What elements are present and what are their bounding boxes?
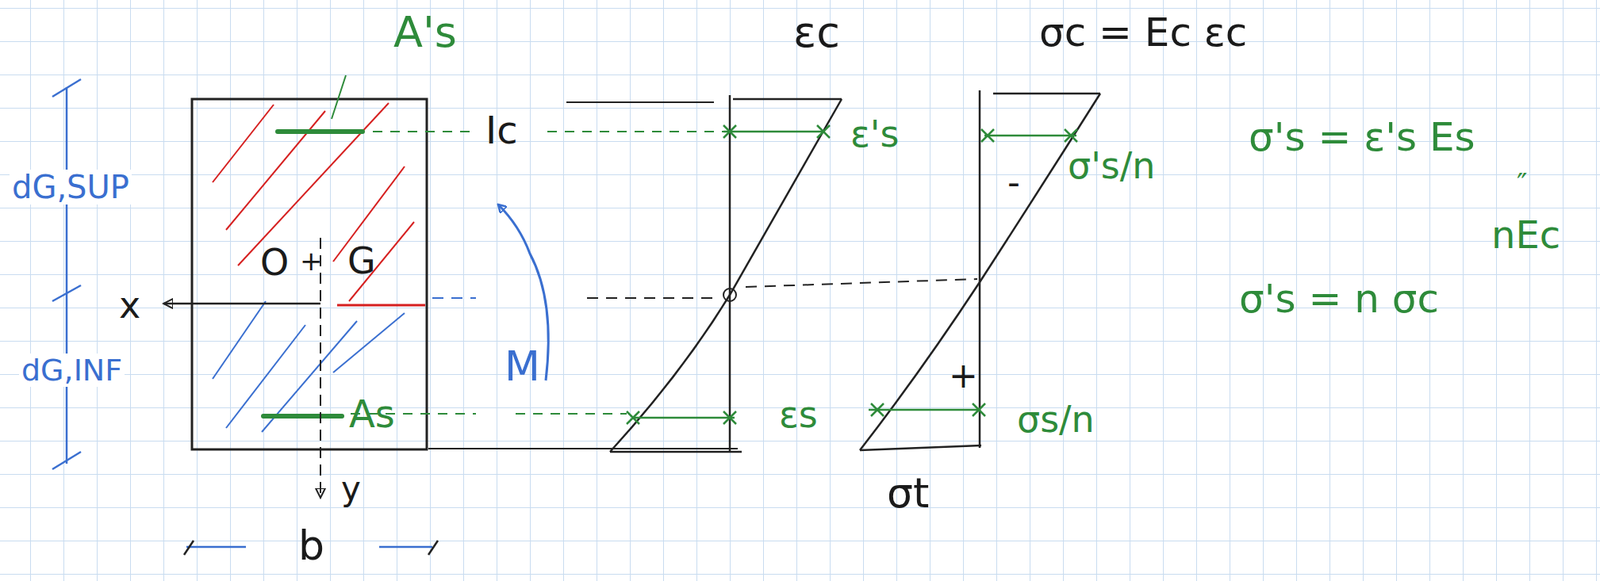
- sign-label: -: [1007, 164, 1021, 200]
- point-label: O: [260, 244, 289, 281]
- rebar-label: As: [349, 395, 396, 434]
- neutral-point: [723, 288, 737, 302]
- y-axis: [319, 237, 322, 499]
- formula: nEc: [1491, 215, 1561, 254]
- axis-label: x: [118, 287, 141, 324]
- stress-title: σc = Ec εc: [1039, 12, 1248, 53]
- inertia-label: Ic: [485, 111, 518, 150]
- dimension-lines: [52, 79, 438, 556]
- point-label: G: [347, 242, 377, 280]
- guide-dashes: [432, 279, 978, 299]
- x-axis: [163, 303, 321, 306]
- compression-hatch: [212, 103, 415, 302]
- strain-title: εc: [793, 11, 841, 54]
- axis-label: y: [341, 472, 361, 507]
- top-rebar: [277, 129, 363, 135]
- strain-label: ε's: [850, 115, 899, 153]
- dimension-label: dG,SUP: [9, 169, 132, 205]
- leader: [331, 75, 346, 119]
- rebar-label: A's: [393, 11, 457, 54]
- formula: σ's = n σc: [1239, 279, 1439, 319]
- dimension-label: dG,INF: [19, 353, 125, 388]
- neutral-axis: [337, 304, 426, 307]
- tension-hatch: [212, 301, 405, 433]
- stress-label: σt: [886, 472, 929, 515]
- moment-label: M: [504, 345, 541, 388]
- guide-line: [566, 101, 714, 104]
- bottom-rebar: [263, 414, 342, 419]
- strain-diagram: [610, 95, 842, 453]
- stress-arrows: [868, 129, 1078, 417]
- guide-dashes: [350, 131, 726, 415]
- formula: σ's = ε's Es: [1248, 117, 1476, 158]
- formula: ″: [1516, 169, 1528, 199]
- guide-line: [428, 448, 738, 450]
- sign-label: +: [948, 358, 979, 394]
- stress-label: σ's/n: [1067, 147, 1155, 185]
- strain-label: εs: [778, 396, 818, 434]
- concrete-section: [191, 99, 427, 450]
- strain-arrows: [626, 125, 830, 425]
- stress-label: σs/n: [1016, 401, 1095, 438]
- dimension-label: b: [298, 525, 325, 567]
- point-label: +: [299, 247, 323, 275]
